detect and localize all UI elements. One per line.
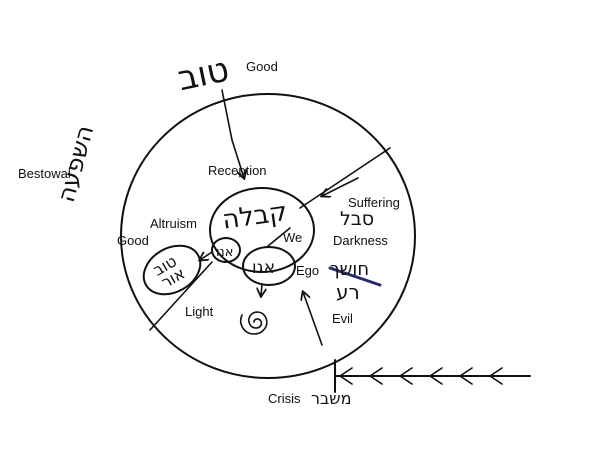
- hebrew-sevel: סבל: [340, 208, 374, 230]
- hebrew-kabbalah: קבלה: [220, 197, 289, 236]
- label-light: Light: [185, 304, 214, 319]
- label-suffering: Suffering: [348, 195, 400, 210]
- label-we: We: [283, 230, 302, 245]
- crisis-arrowheads: [339, 367, 503, 385]
- hebrew-tov-top: טוב: [174, 49, 232, 99]
- hebrew-anu: אנו: [216, 245, 233, 260]
- hebrew-ra: רע: [336, 280, 360, 304]
- reception-circle: [209, 187, 315, 273]
- label-bestowal: Bestowal: [18, 166, 71, 181]
- label-crisis: Crisis: [268, 391, 301, 406]
- choshech-highlight: [328, 266, 382, 287]
- label-reception: Reception: [208, 163, 267, 178]
- light-divider-line: [149, 261, 213, 331]
- label-good-left: Good: [117, 233, 149, 248]
- anu-circle: [211, 237, 241, 263]
- ego-down-arrow: [261, 283, 262, 296]
- hebrew-choshech: חושך: [330, 259, 369, 280]
- good-divider-line: [221, 89, 244, 178]
- label-ego: Ego: [296, 263, 319, 278]
- spiral-icon: [239, 311, 268, 335]
- evil-arrow: [303, 292, 323, 346]
- outer-circle: [120, 93, 416, 379]
- we-pointer-line: [267, 227, 291, 247]
- label-good-top: Good: [246, 59, 278, 74]
- hebrew-hashpaa: השפעה: [52, 122, 99, 205]
- altruism-arrow: [200, 251, 213, 260]
- ego-circle: [242, 246, 296, 286]
- suffering-divider-line: [299, 147, 391, 209]
- label-altruism: Altruism: [150, 216, 197, 231]
- label-darkness: Darkness: [333, 233, 388, 248]
- label-evil: Evil: [332, 311, 353, 326]
- hebrew-mashber: משבר: [311, 389, 351, 408]
- hebrew-ego: אגו: [252, 258, 275, 278]
- suffering-arrow: [322, 177, 359, 196]
